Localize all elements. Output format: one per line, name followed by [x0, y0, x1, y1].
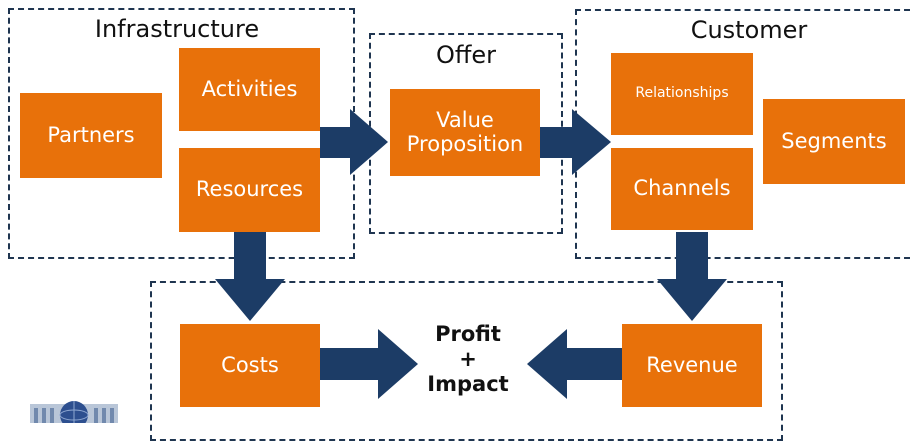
arrow-revenue-to-profit [527, 329, 622, 399]
arrow-costs-to-profit [320, 329, 418, 399]
costs-box: Costs [180, 324, 320, 407]
profit-impact-label: Profit + Impact [427, 322, 509, 396]
building-globe-logo-icon [30, 401, 118, 423]
arrow-channels-to-revenue [657, 232, 727, 321]
value-proposition-box: Value Proposition [390, 89, 540, 176]
partners-box: Partners [20, 93, 162, 178]
offer-title: Offer [435, 41, 497, 69]
arrow-resources-to-costs [215, 232, 285, 321]
arrow-infrastructure-to-offer [320, 109, 388, 175]
resources-box: Resources [179, 148, 320, 232]
arrow-offer-to-customer [540, 109, 611, 175]
channels-box: Channels [611, 148, 753, 230]
customer-title: Customer [690, 16, 808, 44]
infrastructure-title: Infrastructure [94, 15, 260, 43]
revenue-box: Revenue [622, 324, 762, 407]
activities-box: Activities [179, 48, 320, 131]
flow-arrows [215, 109, 727, 399]
relationships-box: Relationships [611, 53, 753, 135]
segments-box: Segments [763, 99, 905, 184]
business-model-diagram: Infrastructure Offer Customer Partners A… [8, 8, 910, 441]
